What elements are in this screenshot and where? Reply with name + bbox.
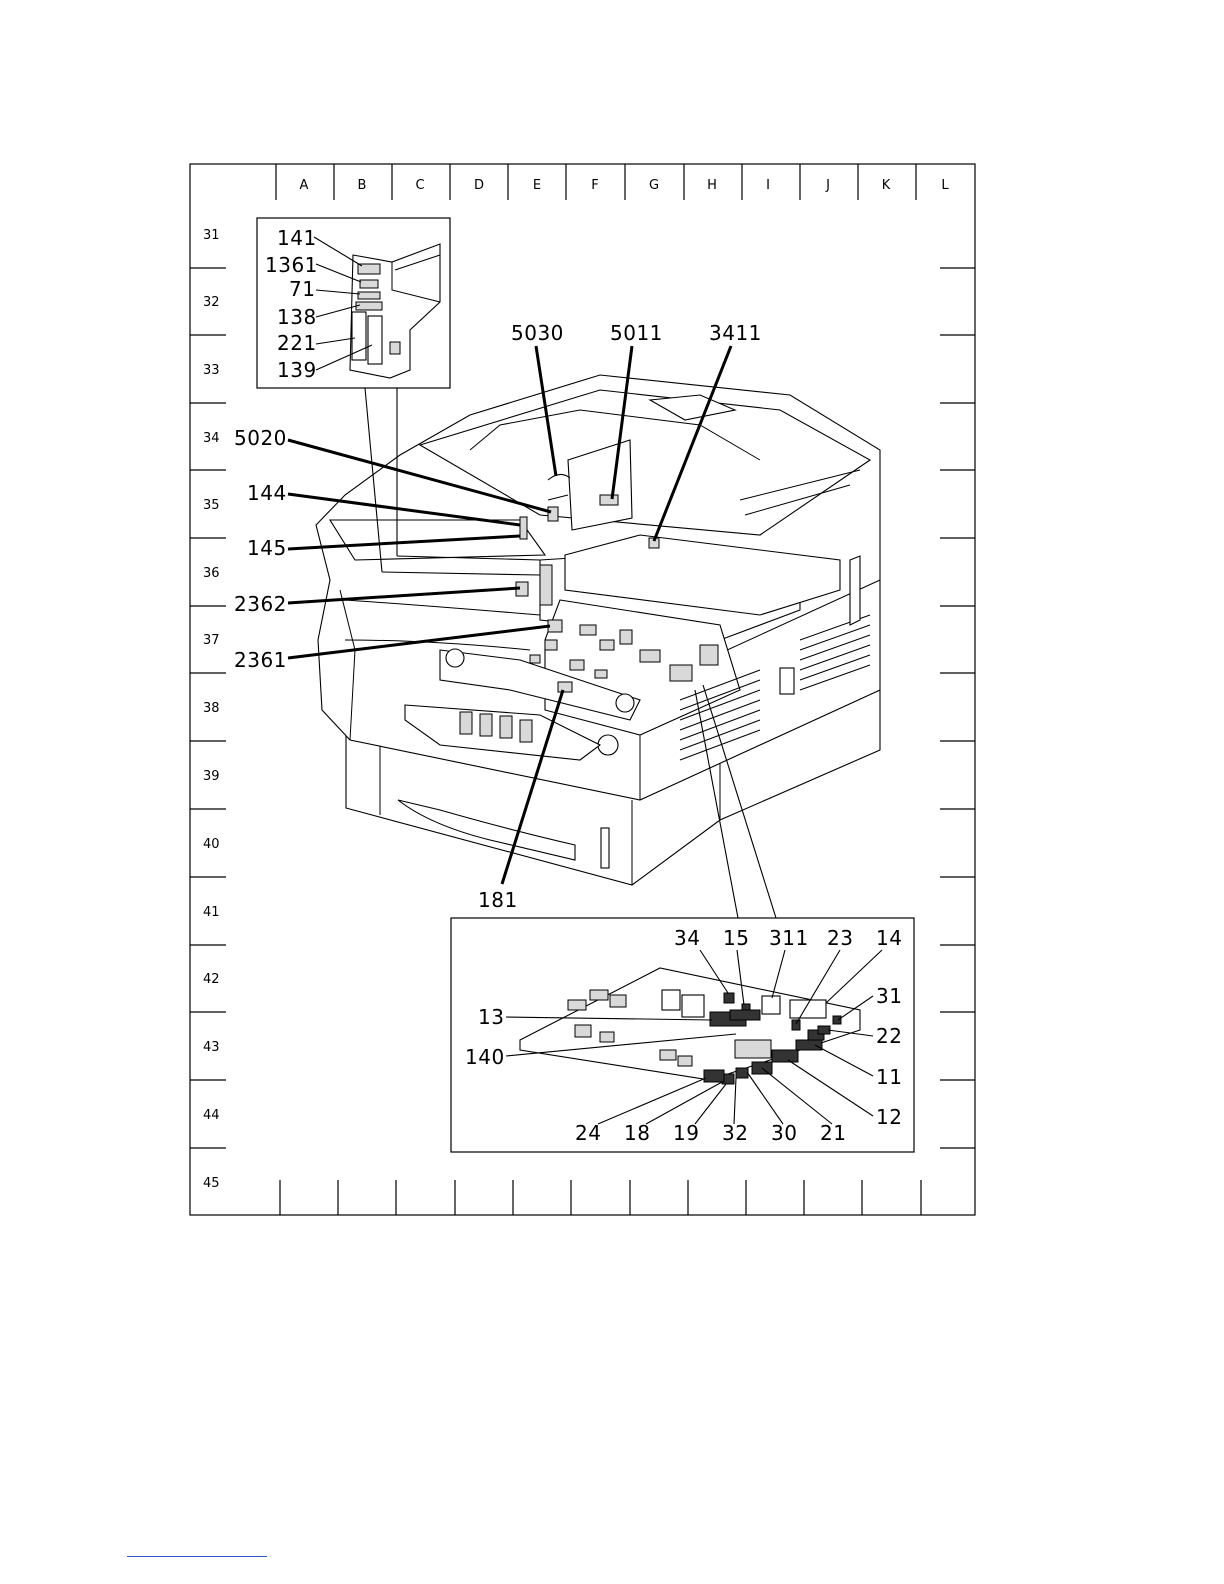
callout-11: 11 [876,1065,902,1089]
footer-rule [127,1556,267,1557]
callout-139: 139 [277,358,317,382]
col-label-k: K [882,178,891,193]
callout-14: 14 [876,926,902,950]
callout-141: 141 [277,226,317,250]
col-label-j: J [825,178,830,193]
row-label-35: 35 [203,498,220,513]
callout-5011: 5011 [610,321,663,345]
callout-71: 71 [289,277,315,301]
callout-19: 19 [673,1121,699,1145]
callout-5020: 5020 [234,426,287,450]
row-label-36: 36 [203,566,220,581]
callout-145: 145 [247,536,287,560]
callout-2362: 2362 [234,592,287,616]
callout-2361: 2361 [234,648,287,672]
circuit-board-inset: 34 15 311 23 14 31 22 11 12 13 140 24 18… [451,918,914,1152]
col-label-d: D [474,178,484,193]
col-label-c: C [415,178,424,193]
callout-15: 15 [723,926,749,950]
callout-144: 144 [247,481,287,505]
callout-181: 181 [478,888,518,912]
col-label-f: F [591,178,598,193]
col-label-i: I [766,178,770,193]
row-label-33: 33 [203,363,220,378]
col-label-b: B [358,178,367,193]
row-label-32: 32 [203,295,220,310]
callout-22: 22 [876,1024,902,1048]
callout-311: 311 [769,926,809,950]
row-label-42: 42 [203,972,220,987]
col-label-l: L [941,178,949,193]
callout-3411: 3411 [709,321,762,345]
callout-24: 24 [575,1121,601,1145]
row-label-43: 43 [203,1040,220,1055]
row-label-34: 34 [203,431,220,446]
row-label-31: 31 [203,228,220,243]
callout-23: 23 [827,926,853,950]
column-footer-ticks [280,1180,921,1215]
callout-13: 13 [478,1005,504,1029]
row-label-44: 44 [203,1108,220,1123]
row-label-38: 38 [203,701,220,716]
callout-140: 140 [465,1045,505,1069]
row-label-45: 45 [203,1176,220,1191]
callout-5030: 5030 [511,321,564,345]
callout-32: 32 [722,1121,748,1145]
callout-21: 21 [820,1121,846,1145]
col-label-h: H [707,178,717,193]
callout-221: 221 [277,331,317,355]
col-label-e: E [533,178,541,193]
callout-18: 18 [624,1121,650,1145]
row-labels: 31 32 33 34 35 36 37 38 39 40 41 42 43 4… [203,228,220,1191]
callout-138: 138 [277,305,317,329]
col-label-a: A [300,178,309,193]
row-label-39: 39 [203,769,220,784]
callout-31: 31 [876,984,902,1008]
printer-illustration-icon [316,375,880,885]
callout-1361: 1361 [265,253,318,277]
column-header: A B C D E F G H I J K L [276,164,949,200]
row-label-41: 41 [203,905,220,920]
callout-12: 12 [876,1105,902,1129]
row-label-37: 37 [203,633,220,648]
row-label-40: 40 [203,837,220,852]
callout-34: 34 [674,926,700,950]
col-label-g: G [649,178,659,193]
callout-30: 30 [771,1121,797,1145]
